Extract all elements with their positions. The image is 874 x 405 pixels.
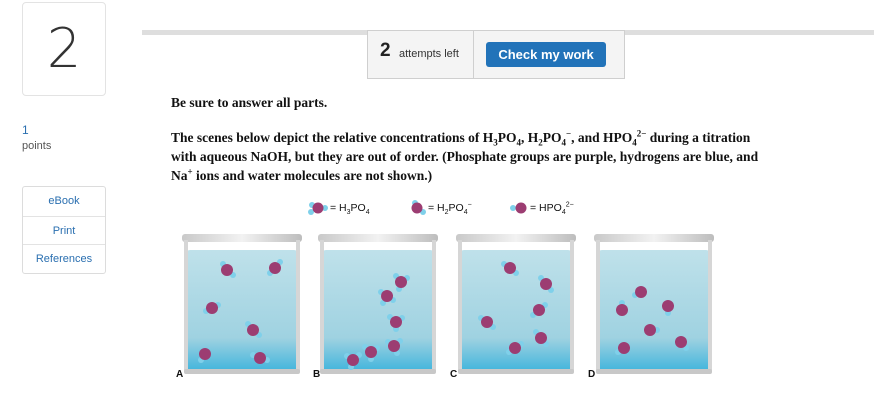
points-value: 1 [22,123,29,137]
molecule [675,336,689,351]
molecule [344,352,362,370]
molecule [393,273,410,292]
molecule [385,338,403,356]
molecule [501,261,519,276]
molecule [506,341,524,355]
legend-hpo4: = HPO42− [530,201,574,217]
molecule [615,342,630,355]
molecule [267,259,283,276]
h2po4-molecule-icon [411,200,426,215]
beaker-c [456,234,576,374]
points-label: points [22,140,52,152]
attempts-count: 2 [380,40,391,61]
references-link[interactable]: References [35,253,93,265]
molecule [378,289,396,306]
h3po4-molecule-icon [308,202,328,215]
divider [23,216,105,217]
molecule [662,300,674,316]
beaker-label-d: D [588,369,596,380]
ebook-link[interactable]: eBook [48,195,80,207]
legend-h3po4: = H3PO4 [330,202,370,217]
molecule [530,302,548,318]
titration-figure: = H3PO4 = H2PO4− = HPO42− [170,196,730,392]
molecule [198,348,211,363]
molecule [478,315,496,330]
molecule [203,302,221,314]
beaker-a [182,234,302,374]
question-number-box: 2 [22,2,106,96]
molecule [250,352,270,364]
question-text: The scenes below depict the relative con… [171,128,759,183]
beaker-label-b: B [313,369,321,380]
attempts-panel: 2 attempts left Check my work [367,30,625,79]
molecule [362,344,380,362]
beaker-label-c: C [450,369,458,380]
instructions: Be sure to answer all parts. [171,95,328,110]
divider [473,31,474,78]
molecule [245,321,262,338]
attempts-label: attempts left [399,48,459,60]
molecule [632,286,647,298]
molecule [644,324,660,336]
legend-h2po4: = H2PO4− [428,201,472,217]
resource-links: eBook Print References [22,186,106,274]
beakers-illustration [182,234,714,374]
divider [23,244,105,245]
beaker-d [594,234,714,374]
molecule [533,329,549,347]
molecule [616,300,628,316]
beaker-label-a: A [176,369,184,380]
hpo4-molecule-icon [510,202,527,214]
check-my-work-button[interactable]: Check my work [486,42,606,67]
print-link[interactable]: Print [52,225,76,237]
beaker-b [318,234,438,374]
molecule [387,314,405,332]
question-number: 2 [46,17,82,80]
molecule [538,275,554,293]
molecule [220,261,236,278]
